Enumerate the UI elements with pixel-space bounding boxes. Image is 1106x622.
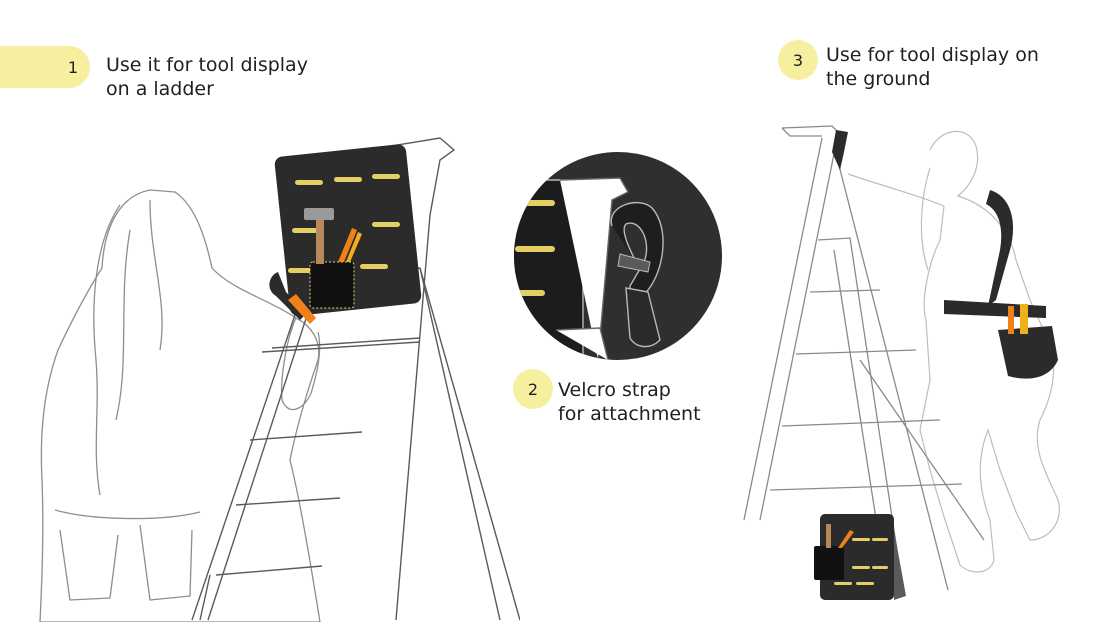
step-1-badge: 1 <box>0 46 90 88</box>
person-figure <box>39 189 321 622</box>
step-1-line-1: Use it for tool display <box>106 54 308 76</box>
pliers-icon <box>269 272 316 324</box>
step-3-line-2: the ground <box>826 68 931 90</box>
step-1-line-2: on a ladder <box>106 78 214 100</box>
ladder-illustration <box>39 137 520 622</box>
walking-person-figure <box>847 130 1060 573</box>
shoulder-strap <box>986 190 1014 306</box>
step-2-caption: Velcro strap for attachment <box>558 378 701 426</box>
step-3-caption: Use for tool display on the ground <box>826 43 1039 91</box>
step-2-line-1: Velcro strap <box>558 379 671 401</box>
step-3-badge: 3 <box>778 40 818 80</box>
step-2-number: 2 <box>527 379 539 399</box>
step-2-badge: 2 <box>513 369 553 409</box>
ground-display-board <box>814 514 906 600</box>
step-3-line-1: Use for tool display on <box>826 44 1039 66</box>
step-3-number: 3 <box>792 50 804 70</box>
hanging-pliers-icon <box>832 130 848 170</box>
step-2-line-2: for attachment <box>558 403 701 425</box>
step-1-number: 1 <box>67 57 78 77</box>
tool-display-board <box>274 144 422 316</box>
ground-ladder-frame <box>743 125 985 591</box>
step-1-caption: Use it for tool display on a ladder <box>106 53 308 101</box>
tool-belt <box>944 300 1058 379</box>
